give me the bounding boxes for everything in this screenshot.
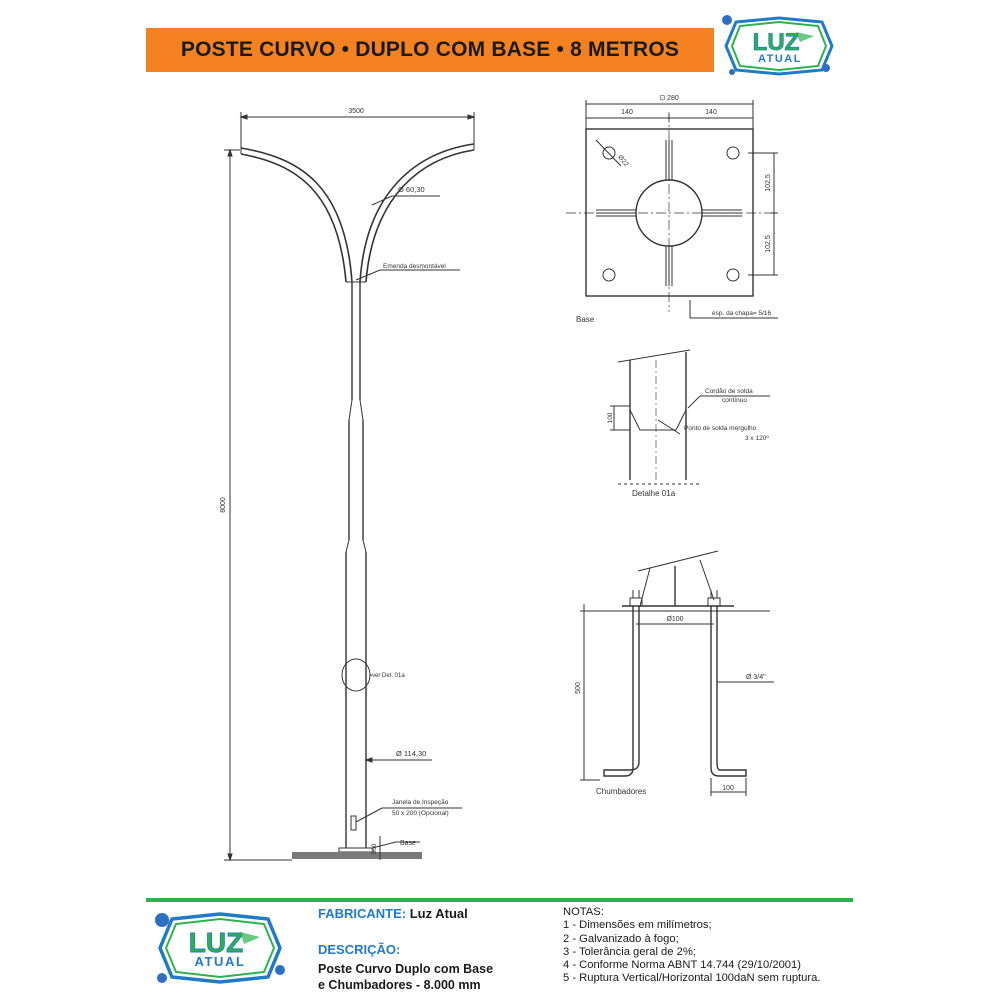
page-title: POSTE CURVO • DUPLO COM BASE • 8 METROS xyxy=(180,38,680,61)
detail-point-line1: Ponto de solda mergulho xyxy=(684,425,757,432)
plate-upper: 102,5 xyxy=(765,174,772,192)
pole-base-label: Base xyxy=(400,840,416,847)
brand-logo-bottom: LUZ ATUAL xyxy=(155,912,285,984)
logo-bottom-atual: ATUAL xyxy=(194,954,245,969)
plate-thickness: esp. da chapa= 5/16 xyxy=(712,310,771,317)
pole-elevation xyxy=(224,112,476,862)
anchors-view xyxy=(580,550,774,796)
anchor-spacing: Ø100 xyxy=(666,616,683,623)
description-label: DESCRIÇÃO: xyxy=(318,942,401,957)
footer-divider xyxy=(146,898,853,902)
note-item: 3 - Tolerância geral de 2%; xyxy=(563,945,696,958)
logo-top-atual: ATUAL xyxy=(758,53,802,65)
title-bar: POSTE CURVO • DUPLO COM BASE • 8 METROS xyxy=(146,28,714,72)
manufacturer-label: FABRICANTE: xyxy=(318,906,407,921)
pole-joint-label: Emenda desmontável xyxy=(383,263,446,270)
detail-weld-line2: contínuo xyxy=(722,397,747,404)
pole-detail-ref: ver Det. 01a xyxy=(372,673,405,679)
manufacturer-value: Luz Atual xyxy=(409,906,468,921)
brand-logo-top: LUZ ATUAL xyxy=(722,15,834,76)
pole-window-line1: Janela de Inspeção xyxy=(392,799,449,806)
pole-base-height: 500 xyxy=(371,843,378,854)
anchor-rod: Ø 3/4" xyxy=(746,674,766,681)
manufacturer-line: FABRICANTE: Luz Atual xyxy=(318,906,468,921)
pole-window-line2: 50 x 200 (Opcional) xyxy=(392,810,449,817)
notes-block: NOTAS: 1 - Dimensões em milímetros; 2 - … xyxy=(563,906,820,986)
note-item: 2 - Galvanizado à fogo; xyxy=(563,932,679,945)
detail-weld-line1: Cordão de solda xyxy=(705,388,753,395)
note-item: 1 - Dimensões em milímetros; xyxy=(563,919,712,932)
detail-caption: Detalhe 01a xyxy=(632,489,676,498)
pole-bottom-diameter: Ø 114,30 xyxy=(396,749,426,758)
pole-top-diameter: Ø 60,30 xyxy=(398,185,425,194)
plate-overall: ⊡ 280 xyxy=(659,95,679,102)
detail-point-line2: 3 x 120º xyxy=(745,435,769,442)
plate-caption: Base xyxy=(576,315,595,324)
anchor-length: 500 xyxy=(575,682,582,694)
logo-top-luz: LUZ xyxy=(753,29,800,56)
pole-height-label: 8000 xyxy=(220,497,227,513)
note-item: 4 - Conforme Norma ABNT 14.744 (29/10/20… xyxy=(563,959,801,972)
description-line-2: e Chumbadores - 8.000 mm xyxy=(318,978,481,992)
base-plate-view xyxy=(566,100,778,319)
anchor-hook: 100 xyxy=(722,785,734,792)
description-line-1: Poste Curvo Duplo com Base xyxy=(318,962,494,976)
plate-half-right: 140 xyxy=(705,109,717,116)
pole-width-label: 3500 xyxy=(348,108,364,115)
detail-height: 100 xyxy=(607,412,614,423)
notes-title: NOTAS: xyxy=(563,906,604,918)
detail-01a xyxy=(610,349,770,485)
description-text: Poste Curvo Duplo com Base e Chumbadores… xyxy=(318,961,493,993)
anchor-caption: Chumbadores xyxy=(596,787,646,796)
plate-lower: 102,5 xyxy=(765,235,772,253)
plate-half-left: 140 xyxy=(621,109,633,116)
logo-bottom-luz: LUZ xyxy=(189,927,243,958)
note-item: 5 - Ruptura Vertical/Horizontal 100daN s… xyxy=(563,972,821,985)
plate-hole: Ø22 xyxy=(616,154,629,168)
